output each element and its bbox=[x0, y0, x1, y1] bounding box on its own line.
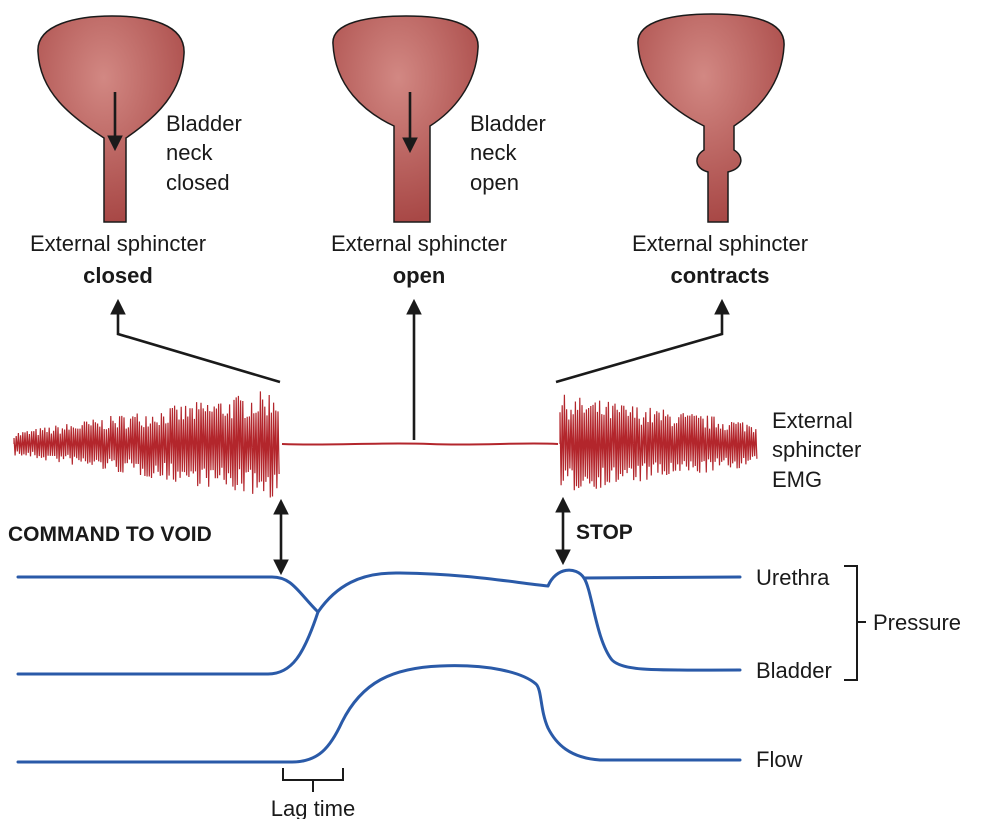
sphincter-label-1: External sphincter bbox=[30, 231, 206, 256]
urethra-pressure-trace bbox=[16, 568, 742, 672]
emg-trace-after-stop bbox=[559, 394, 758, 491]
sphincter-label-2: External sphincter bbox=[331, 231, 507, 256]
emg-label-a: External bbox=[772, 408, 853, 433]
pressure-bracket bbox=[844, 565, 866, 681]
neck-label-1a: Bladder bbox=[166, 111, 242, 136]
command-to-void-label: COMMAND TO VOID bbox=[8, 523, 212, 546]
sphincter-state-2: open bbox=[393, 263, 446, 288]
bladder-sphincter-contracts bbox=[637, 13, 785, 223]
lag-time-bracket bbox=[282, 768, 344, 792]
sphincter-state-1: closed bbox=[83, 263, 153, 288]
bladder-label: Bladder bbox=[756, 658, 832, 683]
svg-text:Bladder neck closed: Bladder neck closed bbox=[166, 111, 248, 195]
bladder-neck-open bbox=[332, 15, 479, 223]
emg-baseline bbox=[281, 442, 559, 446]
bladder-pressure-trace bbox=[16, 575, 742, 676]
pressure-label: Pressure bbox=[873, 610, 961, 635]
flow-trace bbox=[16, 664, 742, 764]
sphincter-label-3: External sphincter bbox=[632, 231, 808, 256]
neck-label-1c: closed bbox=[166, 170, 230, 195]
sphincter-state-3: contracts bbox=[670, 263, 769, 288]
neck-label-2c: open bbox=[470, 170, 519, 195]
neck-label-2a: Bladder bbox=[470, 111, 546, 136]
urethra-label: Urethra bbox=[756, 565, 830, 590]
connector-arrow-1 bbox=[110, 298, 281, 384]
svg-text:Bladder neck open: Bladder neck open bbox=[470, 111, 552, 195]
bladder-neck-closed bbox=[37, 15, 185, 223]
connector-arrow-3 bbox=[555, 298, 730, 384]
neck-label-1b: neck bbox=[166, 140, 213, 165]
flow-label: Flow bbox=[756, 747, 803, 772]
stop-label: STOP bbox=[576, 521, 633, 544]
neck-label-2b: neck bbox=[470, 140, 517, 165]
svg-text:External sphincter EMG: External sphincter EMG bbox=[772, 408, 867, 492]
emg-label-c: EMG bbox=[772, 467, 822, 492]
emg-trace-before-void bbox=[13, 391, 280, 498]
emg-label-b: sphincter bbox=[772, 437, 861, 462]
lag-time-label: Lag time bbox=[271, 796, 355, 819]
